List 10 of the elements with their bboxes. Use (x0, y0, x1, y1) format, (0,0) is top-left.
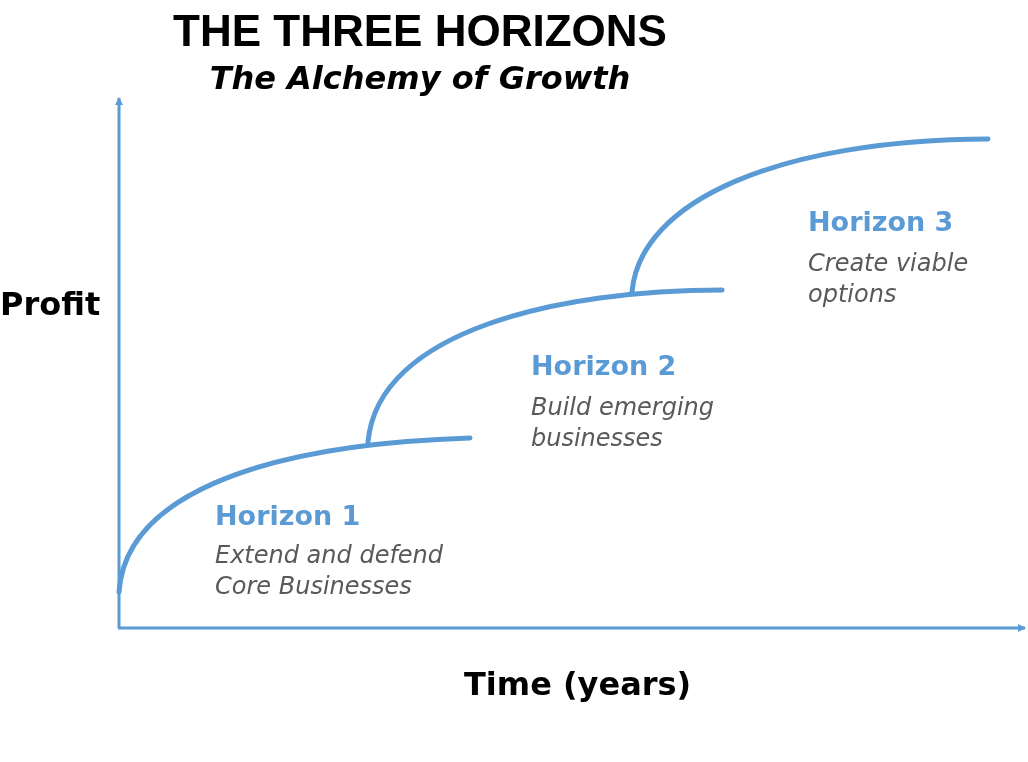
horizon-heading: Horizon 1 (215, 499, 361, 533)
title: THE THREE HORIZONS (172, 5, 668, 57)
axis-label: Profit (0, 284, 101, 325)
horizon-description: Create viable options (808, 248, 970, 311)
horizon-heading: Horizon 3 (808, 205, 954, 239)
horizon-description: Build emerging businesses (531, 392, 715, 455)
horizon-heading: Horizon 2 (531, 349, 677, 383)
horizon-description: Extend and defend Core Businesses (215, 540, 445, 603)
subtitle: The Alchemy of Growth (208, 58, 632, 99)
axis-label: Time (years) (464, 664, 692, 705)
